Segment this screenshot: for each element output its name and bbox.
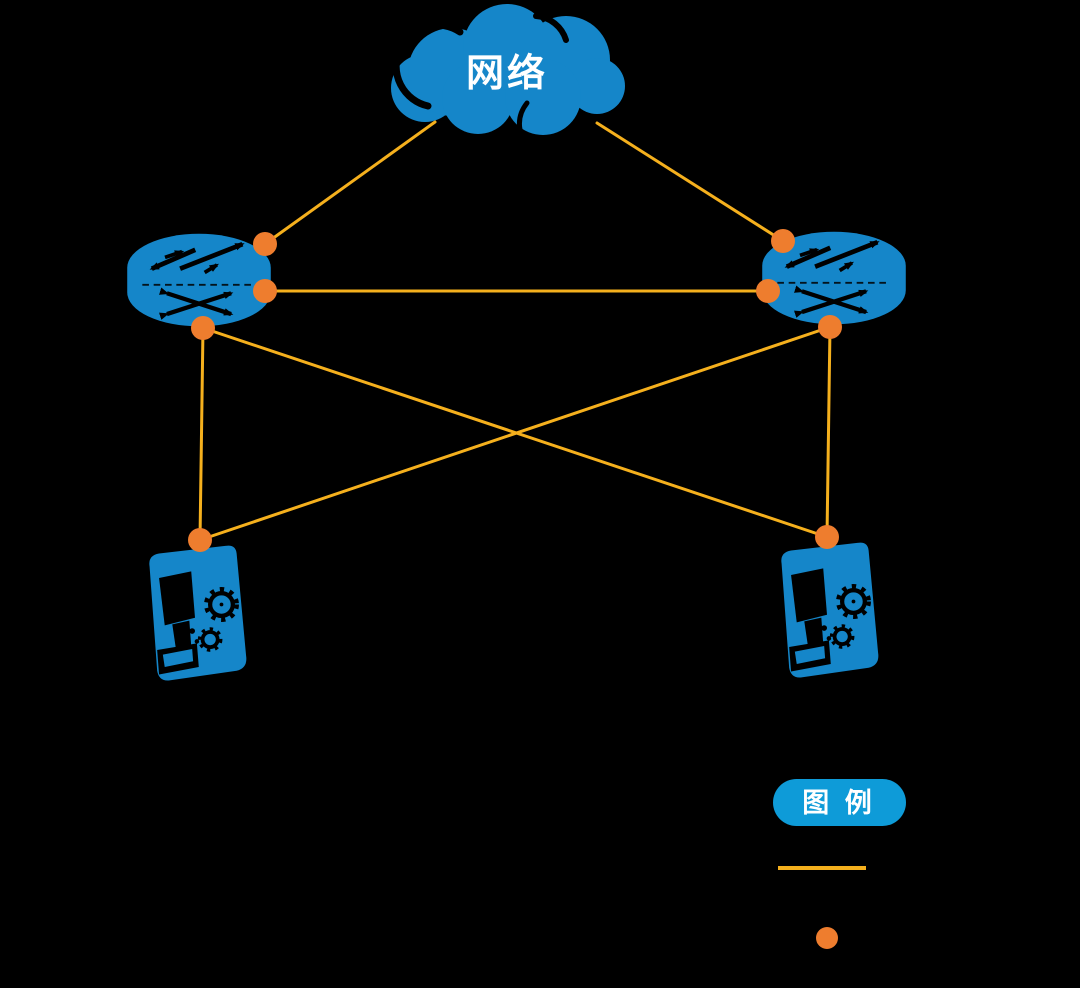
port-router-right-wan [771, 229, 795, 253]
port-router-left-peer [253, 279, 277, 303]
server-right-icon [781, 543, 878, 678]
port-server-right [815, 525, 839, 549]
server-left-icon [149, 546, 246, 681]
link-cloud-to-router-right [595, 121, 785, 243]
legend: 图 例 [773, 779, 906, 949]
legend-pill [773, 779, 906, 826]
port-dot-swatch [816, 927, 838, 949]
ports-layer [188, 229, 842, 552]
link-router-right-to-server-right [825, 325, 832, 539]
cloud-label: 网络 [466, 52, 548, 95]
links-layer [198, 120, 832, 542]
cloud-node: 网络 [391, 4, 625, 140]
link-router-left-to-server-left [198, 326, 205, 542]
port-server-left [188, 528, 212, 552]
cloud-icon [391, 4, 625, 140]
legend-title: 图 例 [802, 788, 876, 818]
router-left-icon [127, 234, 271, 327]
port-router-left-lan [191, 316, 215, 340]
link-cloud-to-router-left [263, 120, 437, 246]
port-router-right-lan [818, 315, 842, 339]
port-router-left-wan [253, 232, 277, 256]
port-router-right-peer [756, 279, 780, 303]
link-router-right-to-server-left [198, 325, 832, 542]
